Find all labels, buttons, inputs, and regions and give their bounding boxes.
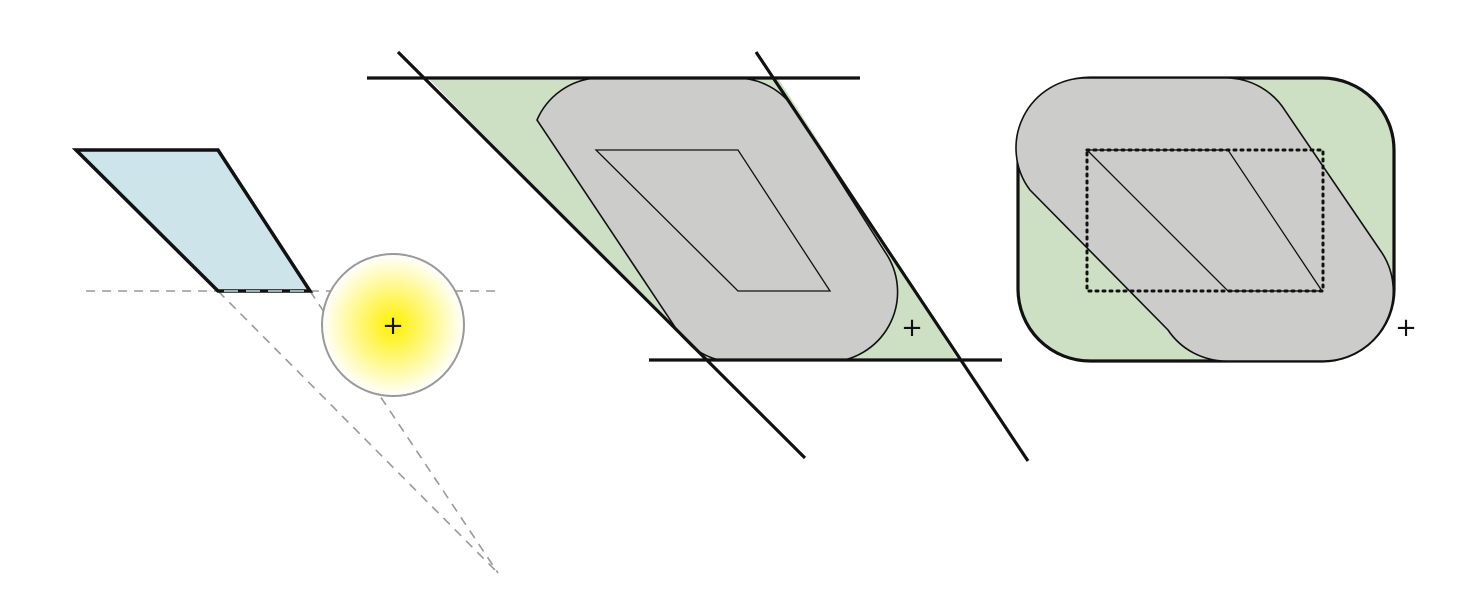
light-source-glow	[321, 253, 465, 397]
left-slant-bound-line	[396, 50, 807, 460]
dotted-bounding-box	[1085, 148, 1325, 293]
bounding-lines	[367, 50, 1030, 462]
source-parallelogram	[71, 148, 314, 293]
panel-2-origin-marker: +	[901, 313, 923, 343]
shadow-ray-left	[217, 290, 499, 574]
panel-1-light-projection: +	[71, 148, 500, 574]
panel-3-origin-marker: +	[1395, 313, 1417, 343]
panel-2-slanted-bounds: +	[367, 50, 1030, 462]
panel-3-rounded-bounds: +	[1015, 76, 1417, 363]
inner-parallelogram	[594, 149, 832, 292]
right-slant-bound-line	[754, 51, 1030, 462]
light-source-marker: +	[382, 311, 404, 341]
